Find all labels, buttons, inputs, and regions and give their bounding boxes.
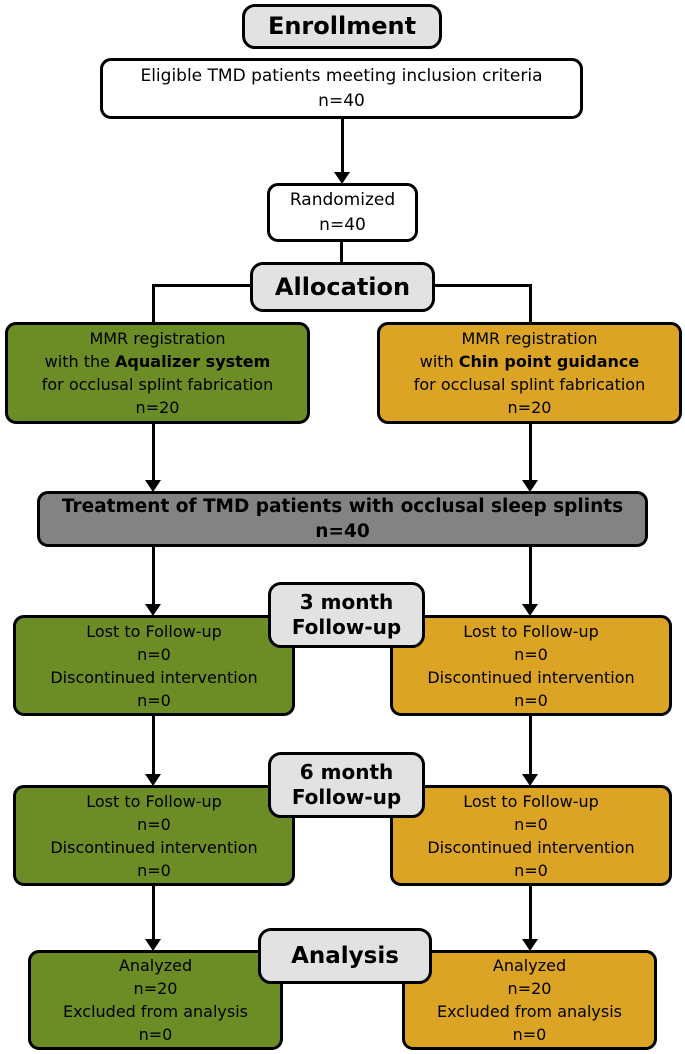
arrow-head	[145, 604, 161, 616]
analysis-header: Analysis	[258, 928, 432, 984]
allocation-right-line4: n=20	[507, 398, 552, 417]
allocation-right-line2: with Chin point guidance	[419, 352, 640, 371]
arrow-shaft	[151, 547, 155, 606]
allocation-header-label: Allocation	[274, 272, 411, 301]
arrow-head	[145, 774, 161, 786]
arrow-allocright-to-treatment	[522, 424, 538, 492]
analysis-left-line1: Analyzed	[118, 956, 193, 975]
analysis-header-label: Analysis	[291, 943, 399, 969]
arrow-shaft	[528, 716, 532, 776]
followup-6m-left-box: Lost to Follow-up n=0 Discontinued inter…	[13, 785, 295, 886]
arrow-treatment-to-fu3-right	[522, 547, 538, 616]
followup-6m-header-line1: 6 month	[299, 760, 394, 784]
allocation-left-line3: for occlusal splint fabrication	[41, 375, 274, 394]
analysis-right-line2: n=20	[507, 979, 552, 998]
followup-3m-right-line3: Discontinued intervention	[427, 667, 635, 687]
allocation-left-box: MMR registration with the Aqualizer syst…	[5, 322, 310, 424]
arrow-fu3-to-fu6-left	[145, 716, 161, 786]
analysis-right-line3: Excluded from analysis	[436, 1002, 623, 1021]
analysis-right-box: Analyzed n=20 Excluded from analysis n=0	[402, 950, 657, 1050]
connector-branch-right	[529, 284, 532, 324]
followup-3m-header-line2: Follow-up	[291, 615, 402, 639]
arrow-shaft	[340, 118, 344, 174]
followup-6m-header: 6 month Follow-up	[268, 752, 425, 818]
arrow-fu6-to-analysis-left	[145, 886, 161, 951]
followup-3m-right-line1: Lost to Follow-up	[463, 621, 599, 641]
followup-6m-left-line1: Lost to Follow-up	[86, 791, 222, 811]
followup-3m-header-line1: 3 month	[299, 590, 394, 614]
arrow-head	[145, 480, 161, 492]
eligible-box: Eligible TMD patients meeting inclusion …	[100, 58, 583, 119]
arrow-head	[334, 172, 350, 184]
followup-6m-right-line1: Lost to Follow-up	[463, 791, 599, 811]
analysis-left-line3: Excluded from analysis	[62, 1002, 249, 1021]
arrow-eligible-to-randomized	[334, 118, 350, 184]
followup-6m-left-line2: n=0	[137, 814, 171, 834]
arrow-head	[145, 939, 161, 951]
treatment-line1: Treatment of TMD patients with occlusal …	[61, 496, 624, 517]
enrollment-header: Enrollment	[242, 4, 442, 49]
followup-3m-right-line4: n=0	[514, 690, 548, 710]
followup-6m-right-line2: n=0	[514, 814, 548, 834]
followup-6m-right-box: Lost to Follow-up n=0 Discontinued inter…	[390, 785, 672, 886]
followup-6m-left-line3: Discontinued intervention	[50, 837, 258, 857]
treatment-line2: n=40	[315, 521, 370, 542]
followup-3m-left-line3: Discontinued intervention	[50, 667, 258, 687]
randomized-line2: n=40	[319, 214, 366, 235]
arrow-fu6-to-analysis-right	[522, 886, 538, 951]
arrow-shaft	[151, 716, 155, 776]
followup-6m-right-line4: n=0	[514, 860, 548, 880]
followup-6m-header-line2: Follow-up	[291, 785, 402, 809]
followup-3m-right-box: Lost to Follow-up n=0 Discontinued inter…	[390, 615, 672, 716]
analysis-left-line4: n=0	[138, 1025, 173, 1044]
analysis-left-box: Analyzed n=20 Excluded from analysis n=0	[28, 950, 283, 1050]
treatment-box: Treatment of TMD patients with occlusal …	[37, 491, 648, 547]
arrow-head	[522, 480, 538, 492]
allocation-left-line1: MMR registration	[89, 329, 226, 348]
allocation-right-line1: MMR registration	[461, 329, 598, 348]
followup-3m-right-line2: n=0	[514, 644, 548, 664]
arrow-head	[522, 604, 538, 616]
followup-3m-header: 3 month Follow-up	[268, 582, 425, 648]
arrow-treatment-to-fu3-left	[145, 547, 161, 616]
allocation-right-box: MMR registration with Chin point guidanc…	[377, 322, 682, 424]
allocation-right-line3: for occlusal splint fabrication	[413, 375, 646, 394]
arrow-head	[522, 939, 538, 951]
followup-3m-left-line2: n=0	[137, 644, 171, 664]
arrow-shaft	[151, 886, 155, 941]
analysis-left-line2: n=20	[133, 979, 178, 998]
connector-branch-left	[152, 284, 155, 324]
allocation-header: Allocation	[250, 262, 435, 312]
enrollment-header-label: Enrollment	[267, 12, 417, 40]
analysis-right-line4: n=0	[512, 1025, 547, 1044]
arrow-fu3-to-fu6-right	[522, 716, 538, 786]
arrow-shaft	[528, 886, 532, 941]
followup-3m-left-line1: Lost to Follow-up	[86, 621, 222, 641]
analysis-right-line1: Analyzed	[492, 956, 567, 975]
randomized-line1: Randomized	[289, 189, 396, 210]
arrow-shaft	[528, 547, 532, 606]
eligible-line2: n=40	[318, 90, 365, 111]
followup-6m-right-line3: Discontinued intervention	[427, 837, 635, 857]
allocation-left-line4: n=20	[135, 398, 180, 417]
eligible-line1: Eligible TMD patients meeting inclusion …	[140, 65, 543, 86]
arrow-shaft	[528, 424, 532, 482]
followup-3m-left-box: Lost to Follow-up n=0 Discontinued inter…	[13, 615, 295, 716]
arrow-allocleft-to-treatment	[145, 424, 161, 492]
followup-3m-left-line4: n=0	[137, 690, 171, 710]
arrow-head	[522, 774, 538, 786]
followup-6m-left-line4: n=0	[137, 860, 171, 880]
randomized-box: Randomized n=40	[267, 183, 418, 242]
connector-randomized-to-allocation	[340, 240, 343, 264]
allocation-left-line2: with the Aqualizer system	[44, 352, 271, 371]
arrow-shaft	[151, 424, 155, 482]
